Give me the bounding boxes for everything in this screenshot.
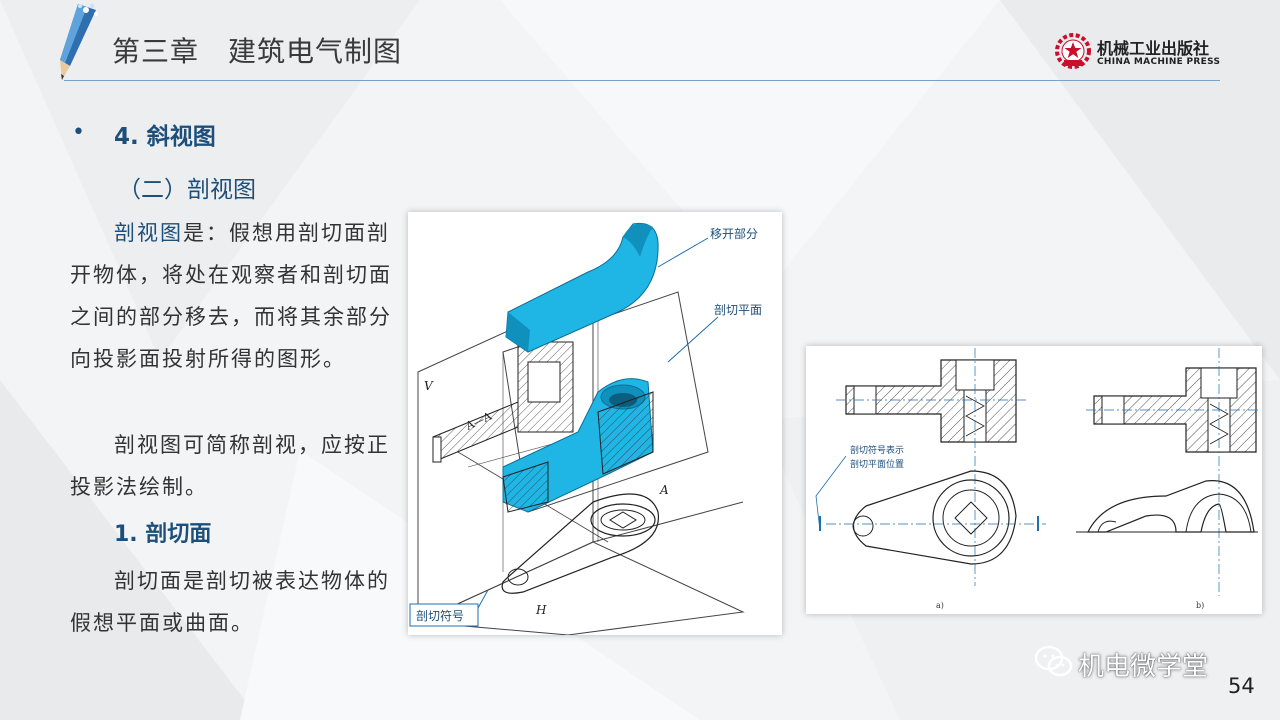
orthographic-views-diagram: 剖切符号表示 剖切平面位置 a) b) [806, 346, 1262, 614]
definition-text: 是：假想用剖切面剖开物体，将处在观察者和剖切面之间的部分移去，而将其余部分向投影… [70, 221, 392, 371]
label-h-plane: H [535, 603, 547, 617]
watermark-text: 机电微学堂 [1078, 652, 1209, 682]
section-view-diagram: 移开部分 剖切平面 剖切符号 A—A V A H [408, 212, 782, 636]
publisher-name-english: CHINA MACHINE PRESS [1097, 57, 1221, 67]
publisher-logo-icon [1055, 33, 1091, 69]
section-heading: 4. 斜视图 [114, 124, 216, 150]
publisher-name: 机械工业出版社 [1097, 39, 1210, 58]
header-divider [64, 80, 1220, 81]
note-paragraph: 剖视图可简称剖视，应按正投影法绘制。 [70, 433, 390, 499]
pencil-logo-icon [60, 3, 98, 80]
subsection-heading-cutting-plane: 1. 剖切面 [114, 522, 212, 547]
definition-paragraph: 剖视图是：假想用剖切面剖开物体，将处在观察者和剖切面之间的部分移去，而将其余部分… [70, 212, 395, 380]
keyword: 剖视图 [114, 221, 183, 245]
note-symbol-line2: 剖切平面位置 [850, 458, 904, 470]
label-moved-part: 移开部分 [710, 226, 758, 241]
label-a: A [659, 483, 669, 497]
note-symbol-line1: 剖切符号表示 [850, 444, 904, 456]
bullet-icon: • [72, 120, 85, 145]
label-cutting-plane: 剖切平面 [714, 303, 762, 317]
chapter-title: 第三章 建筑电气制图 [112, 35, 403, 68]
label-view-a: a) [936, 601, 944, 610]
label-view-b: b) [1196, 601, 1204, 610]
cutting-plane-paragraph: 剖切面是剖切被表达物体的假想平面或曲面。 [70, 569, 390, 635]
wechat-icon [1034, 645, 1073, 677]
subsection-heading: （二）剖视图 [118, 177, 256, 203]
label-cutting-symbol: 剖切符号 [416, 608, 464, 623]
label-v-plane: V [424, 379, 434, 393]
page-number: 54 [1228, 674, 1255, 698]
